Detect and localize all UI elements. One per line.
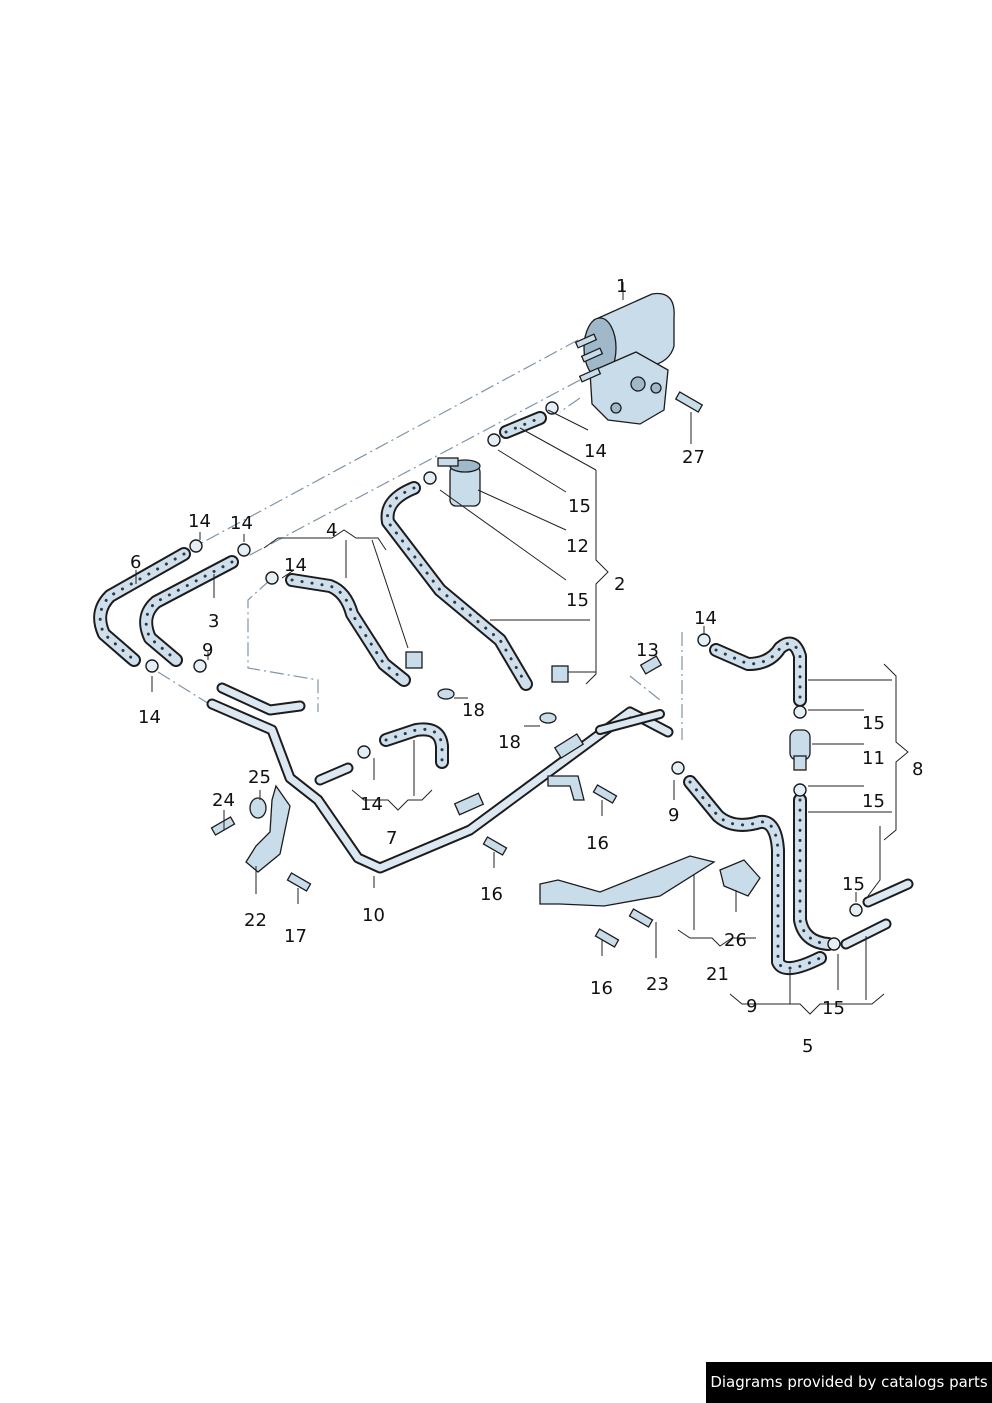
assembly-dash-lines	[157, 339, 683, 740]
callout-1: 1	[616, 276, 627, 297]
hoses	[93, 411, 835, 975]
callout-14: 14	[284, 555, 307, 576]
callout-25: 25	[248, 767, 271, 788]
callout-14: 14	[694, 608, 717, 629]
callout-3: 3	[208, 611, 219, 632]
callout-15: 15	[842, 874, 865, 895]
callout-17: 17	[284, 926, 307, 947]
callout-27: 27	[682, 447, 705, 468]
callout-12: 12	[566, 536, 589, 557]
callout-24: 24	[212, 790, 235, 811]
callout-15: 15	[822, 998, 845, 1019]
callout-9: 9	[668, 805, 679, 826]
callout-26: 26	[724, 930, 747, 951]
bolts	[210, 391, 704, 948]
callout-2: 2	[614, 574, 625, 595]
check-valve	[789, 729, 811, 771]
seal-rings	[437, 655, 663, 724]
footer-text: Diagrams provided by catalogs parts	[710, 1373, 988, 1391]
coolant-pipe-assembly	[206, 682, 674, 874]
callout-15: 15	[862, 713, 885, 734]
callout-4: 4	[326, 520, 337, 541]
callout-5: 5	[802, 1036, 813, 1057]
callout-16: 16	[590, 978, 613, 999]
callout-13: 13	[636, 640, 659, 661]
connector-pipes	[840, 878, 914, 950]
callout-22: 22	[244, 910, 267, 931]
callout-15: 15	[862, 791, 885, 812]
callout-9: 9	[746, 996, 757, 1017]
callout-10: 10	[362, 905, 385, 926]
callout-18: 18	[462, 700, 485, 721]
circulation-pump	[437, 457, 481, 507]
auxiliary-heater-unit	[574, 292, 675, 425]
callout-labels: 1 27 14 15 12 15 2 14 14 4 14 6 3 9 14 1…	[130, 276, 923, 1057]
hose-clamps	[145, 401, 863, 951]
callout-11: 11	[862, 748, 885, 769]
callout-23: 23	[646, 974, 669, 995]
callout-14: 14	[584, 441, 607, 462]
callout-16: 16	[586, 833, 609, 854]
callout-18: 18	[498, 732, 521, 753]
callout-8: 8	[912, 759, 923, 780]
brackets	[245, 784, 761, 907]
callout-21: 21	[706, 964, 729, 985]
callout-14: 14	[138, 707, 161, 728]
callout-15: 15	[568, 496, 591, 517]
callout-7: 7	[386, 828, 397, 849]
callout-14: 14	[230, 513, 253, 534]
leader-lines	[135, 282, 909, 1015]
footer-banner: Diagrams provided by catalogs parts	[706, 1362, 992, 1403]
callout-16: 16	[480, 884, 503, 905]
callout-14: 14	[188, 511, 211, 532]
callout-15: 15	[566, 590, 589, 611]
callout-9: 9	[202, 640, 213, 661]
callout-6: 6	[130, 552, 141, 573]
callout-14: 14	[360, 794, 383, 815]
